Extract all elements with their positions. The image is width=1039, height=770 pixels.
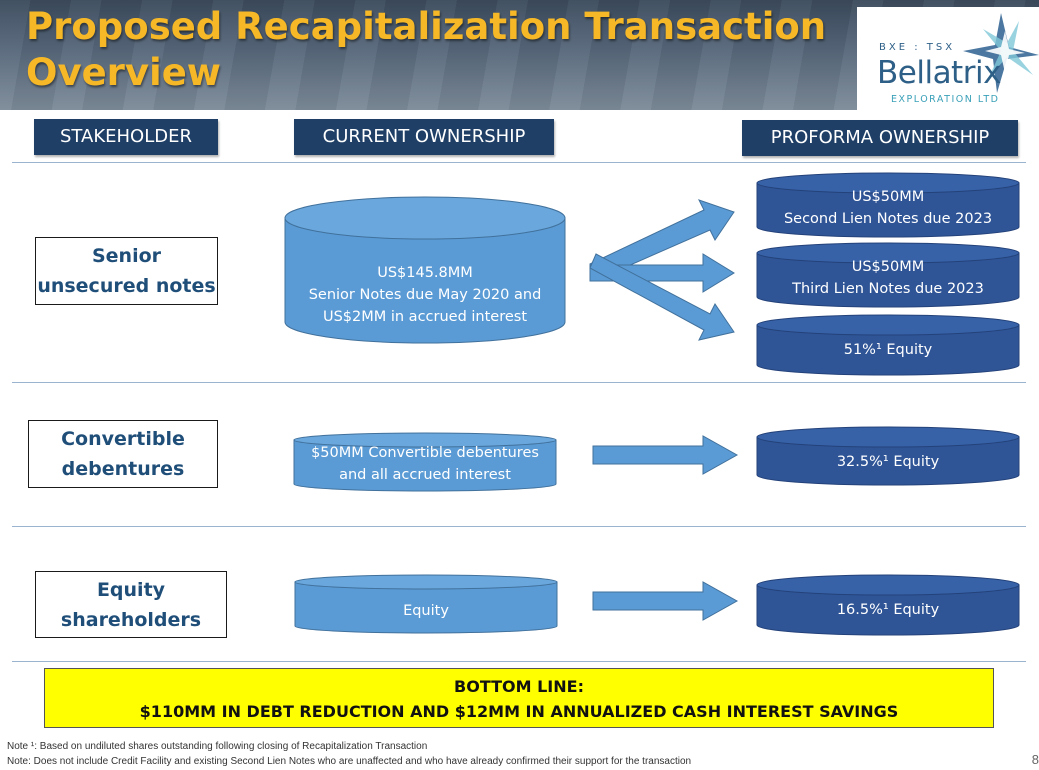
stakeholder-convertible-debentures: Convertible debentures bbox=[28, 420, 218, 488]
footnote-1: Note ¹: Based on undiluted shares outsta… bbox=[7, 741, 428, 752]
column-header-current-ownership: CURRENT OWNERSHIP bbox=[294, 119, 554, 155]
row-divider bbox=[12, 526, 1026, 527]
proforma-third-lien-cylinder: US$50MM Third Lien Notes due 2023 bbox=[756, 242, 1020, 308]
company-logo: BXE : TSX Bellatrix EXPLORATION LTD bbox=[857, 7, 1039, 110]
stakeholder-equity-shareholders: Equity shareholders bbox=[35, 571, 227, 638]
current-equity-cylinder: Equity bbox=[294, 574, 558, 634]
title-line-1: Proposed Recapitalization Transaction bbox=[26, 5, 827, 48]
stakeholder-label: shareholders bbox=[60, 608, 202, 631]
bottom-line-heading: BOTTOM LINE: bbox=[454, 677, 584, 696]
row-divider bbox=[12, 661, 1026, 662]
arrow-to-equity-16 bbox=[592, 581, 739, 621]
proforma-description: Third Lien Notes due 2023 bbox=[792, 281, 984, 297]
column-header-stakeholder: STAKEHOLDER bbox=[34, 119, 218, 155]
row-divider bbox=[12, 162, 1026, 163]
logo-subtitle: EXPLORATION LTD bbox=[891, 94, 1000, 105]
proforma-amount: US$50MM bbox=[851, 259, 925, 275]
current-amount: US$145.8MM bbox=[377, 265, 473, 281]
proforma-equity-32-cylinder: 32.5%¹ Equity bbox=[756, 426, 1020, 486]
proforma-equity-51-cylinder: 51%¹ Equity bbox=[756, 314, 1020, 376]
arrow-to-third-lien bbox=[589, 253, 735, 293]
proforma-equity-label: 16.5%¹ Equity bbox=[836, 602, 940, 618]
stakeholder-label: Senior bbox=[91, 245, 162, 267]
title-line-2: Overview bbox=[26, 51, 221, 94]
current-description: Equity bbox=[403, 603, 449, 619]
arrow-to-equity-32 bbox=[592, 435, 739, 475]
logo-name: Bellatrix bbox=[877, 55, 1001, 91]
current-convertible-cylinder: $50MM Convertible debentures and all acc… bbox=[293, 432, 557, 492]
current-description: US$2MM in accrued interest bbox=[322, 309, 528, 325]
stakeholder-senior-notes: Senior unsecured notes bbox=[35, 237, 218, 305]
arrow-to-equity-51 bbox=[589, 253, 735, 341]
slide-title: Proposed Recapitalization Transaction Ov… bbox=[26, 4, 846, 96]
star-icon bbox=[963, 13, 1039, 93]
current-description: Senior Notes due May 2020 and bbox=[308, 287, 542, 303]
proforma-amount: US$50MM bbox=[851, 189, 925, 205]
stakeholder-label: Convertible bbox=[61, 428, 185, 450]
bottom-line-callout: BOTTOM LINE: $110MM IN DEBT REDUCTION AN… bbox=[44, 668, 994, 728]
proforma-equity-label: 51%¹ Equity bbox=[843, 342, 933, 358]
stakeholder-label: debentures bbox=[61, 458, 185, 480]
page-number: 8 bbox=[1031, 752, 1039, 767]
proforma-description: Second Lien Notes due 2023 bbox=[783, 211, 993, 227]
logo-ticker: BXE : TSX bbox=[879, 42, 956, 53]
current-description: $50MM Convertible debentures bbox=[311, 445, 539, 461]
column-header-proforma-ownership: PROFORMA OWNERSHIP bbox=[742, 120, 1018, 156]
proforma-equity-label: 32.5%¹ Equity bbox=[836, 454, 940, 470]
footnote-2: Note: Does not include Credit Facility a… bbox=[7, 756, 692, 767]
row-divider bbox=[12, 382, 1026, 383]
stakeholder-label: Equity bbox=[96, 578, 166, 601]
bottom-line-summary: $110MM IN DEBT REDUCTION AND $12MM IN AN… bbox=[139, 702, 899, 721]
stakeholder-label: unsecured notes bbox=[37, 275, 216, 297]
current-description: and all accrued interest bbox=[339, 467, 511, 483]
current-senior-notes-cylinder: US$145.8MM Senior Notes due May 2020 and… bbox=[284, 196, 566, 344]
proforma-equity-16-cylinder: 16.5%¹ Equity bbox=[756, 574, 1020, 636]
proforma-second-lien-cylinder: US$50MM Second Lien Notes due 2023 bbox=[756, 172, 1020, 238]
